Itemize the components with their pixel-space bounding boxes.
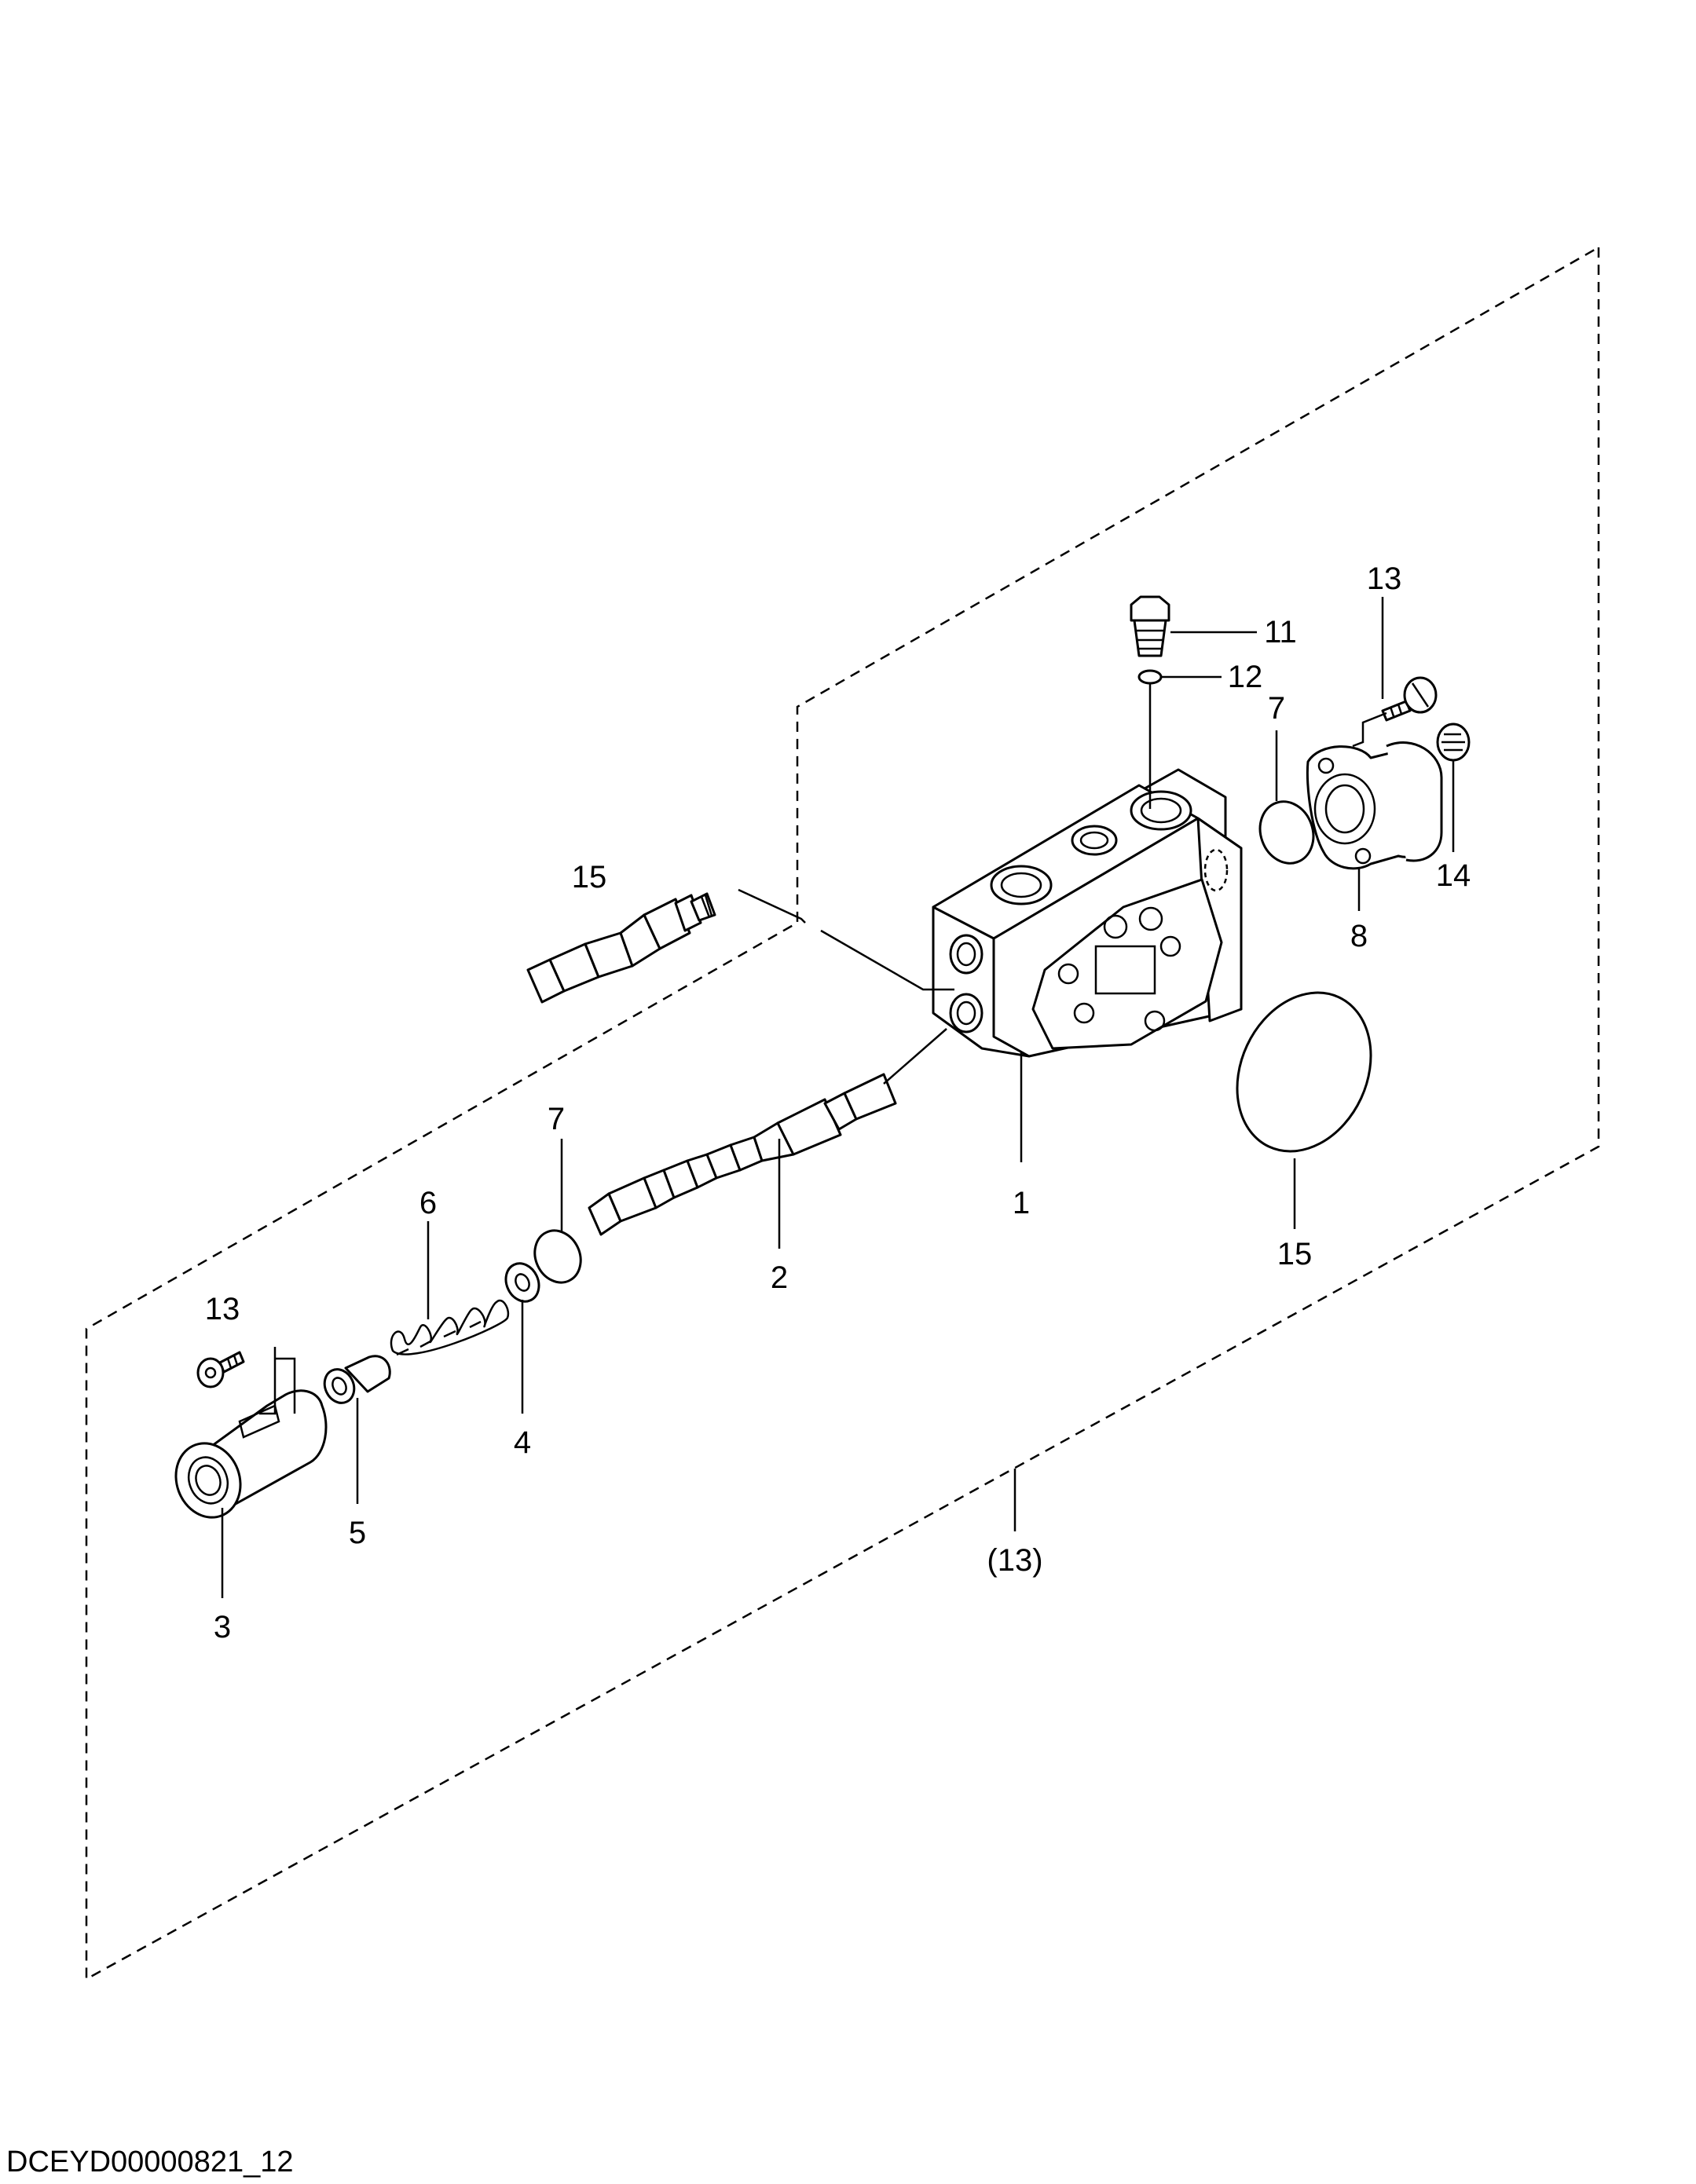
part-5-spacer [323, 1355, 391, 1404]
callout-15-left: 15 [572, 860, 607, 894]
callout-6: 6 [419, 1186, 437, 1220]
callout-13-lower: 13 [205, 1292, 240, 1326]
callout-12: 12 [1228, 660, 1263, 694]
part-12-o-ring [1137, 669, 1163, 685]
callout-11: 11 [1264, 615, 1297, 649]
assembly-boundary-dashed [85, 245, 1600, 1981]
part-3-cap [174, 1389, 328, 1519]
callout-13-upper: 13 [1367, 562, 1402, 596]
part-15-relief-valve [526, 892, 716, 1004]
part-13-bolt-upper [1381, 676, 1438, 722]
part-1-valve-housing [932, 768, 1243, 1058]
part-8-cover [1306, 741, 1443, 870]
hidden-port-dashed [1203, 848, 1229, 892]
callout-7-lower: 7 [548, 1102, 565, 1136]
callout-15-right: 15 [1277, 1237, 1313, 1271]
part-15-large-o-ring [1236, 991, 1372, 1153]
part-7-o-ring-upper [1258, 800, 1315, 865]
callout-2: 2 [771, 1260, 788, 1295]
callout-5: 5 [349, 1516, 366, 1550]
callout-8: 8 [1350, 919, 1368, 953]
callout-4: 4 [514, 1425, 531, 1460]
part-14-cap [1436, 723, 1471, 762]
callout-3: 3 [214, 1610, 231, 1644]
callout-14: 14 [1436, 858, 1471, 893]
part-4-washer [504, 1262, 540, 1303]
leader-lines [221, 597, 1455, 1598]
callout-13-assembly: (13) [987, 1543, 1042, 1578]
part-11-plug [1130, 595, 1170, 657]
callout-1: 1 [1013, 1186, 1030, 1220]
part-13-bolt-lower [196, 1351, 245, 1388]
part-7-o-ring-lower [533, 1229, 582, 1284]
callout-7-upper: 7 [1268, 691, 1285, 726]
part-6-spring [390, 1299, 510, 1356]
drawing-code: DCEYD00000821_12 [6, 2146, 294, 2179]
part-2-spool [588, 1073, 897, 1236]
